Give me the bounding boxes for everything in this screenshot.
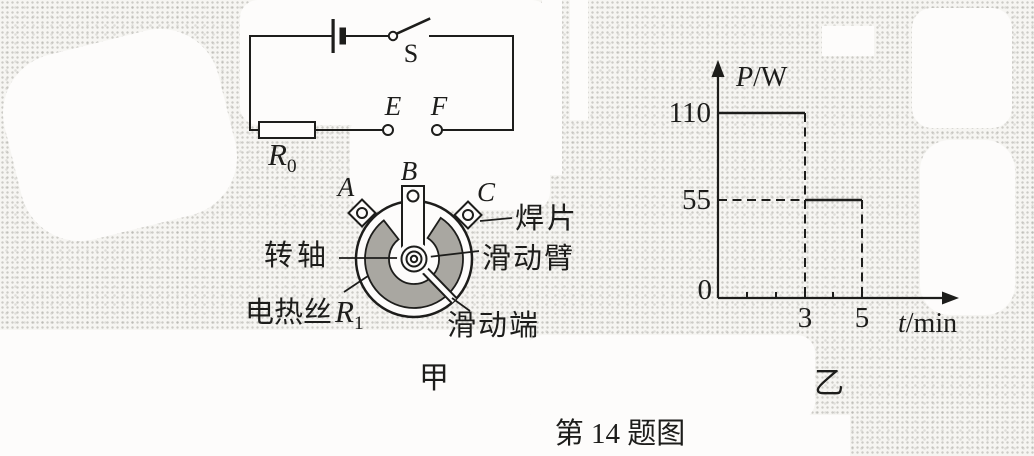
shaft-label: 转轴 — [264, 240, 331, 272]
pointer-line-sliding-end — [451, 297, 471, 312]
x-axis-unit: /min — [905, 308, 958, 339]
power-time-graph — [711, 60, 959, 305]
y-axis-symbol: P — [736, 62, 754, 93]
pointer-line-solder-tab — [479, 217, 513, 222]
switch-label: S — [403, 39, 419, 68]
pointer-line-sliding-arm — [427, 250, 480, 258]
resistor-r0-symbol: R — [268, 137, 287, 172]
x-tick-5: 5 — [854, 302, 870, 334]
sliding-arm-body — [421, 266, 457, 304]
scan-white-patch — [240, 0, 550, 125]
x-axis-arrow-icon — [942, 291, 959, 305]
rheostat-diagram — [339, 185, 513, 319]
heating-wire-text: 电热丝 — [245, 297, 333, 329]
scan-white-patch — [542, 0, 562, 175]
resistor-r0-box — [258, 121, 316, 139]
sliding-end-label: 滑动端 — [447, 310, 541, 342]
shaft-ring-inner-icon — [409, 254, 419, 264]
origin-label: 0 — [697, 274, 713, 306]
y-tick-55: 55 — [682, 184, 711, 216]
heating-wire-label: 电热丝R1 — [245, 294, 364, 335]
terminal-b-label: B — [400, 156, 418, 186]
tab-b-hole-icon — [406, 189, 420, 203]
terminal-a-label: A — [337, 172, 355, 202]
figure-caption: 第 14 题图 — [554, 418, 686, 450]
y-axis-arrow-icon — [711, 60, 725, 77]
scan-white-patch — [525, 335, 815, 420]
scan-white-patch — [920, 140, 1015, 315]
terminal-e-label: E — [384, 91, 402, 121]
caption-left-jia: 甲 — [419, 362, 449, 395]
battery-short-plate-icon — [339, 27, 346, 45]
terminal-f-label: F — [430, 91, 448, 121]
caption-right-yi: 乙 — [814, 367, 844, 400]
sliding-arm-label: 滑动臂 — [482, 243, 576, 275]
circuit-diagram — [249, 17, 514, 139]
terminal-f-circle — [431, 124, 443, 136]
sliding-arm-edge — [420, 270, 453, 304]
y-axis-label: P/W — [736, 62, 788, 93]
pointer-line-heating-wire — [343, 275, 369, 293]
resistor-r0-subscript: 0 — [286, 156, 297, 178]
scan-white-patch — [430, 415, 850, 456]
x-tick-3: 3 — [797, 302, 813, 334]
y-axis-unit: /W — [753, 62, 788, 93]
scan-white-patch — [570, 0, 588, 120]
resistor-r0-label: R0 — [268, 137, 297, 177]
terminal-e-circle — [382, 124, 394, 136]
battery-long-plate-icon — [331, 19, 335, 53]
x-axis-label: t/min — [898, 308, 958, 339]
heating-wire-symbol: R1 — [335, 294, 364, 335]
scan-white-patch — [822, 26, 874, 56]
scan-white-patch — [912, 8, 1012, 128]
x-axis-symbol: t — [898, 308, 906, 339]
terminal-c-label: C — [476, 177, 495, 207]
y-tick-110: 110 — [668, 97, 711, 129]
tab-a-hole-icon — [356, 207, 368, 219]
switch-lever-icon — [395, 17, 431, 36]
tab-c-hole-icon — [462, 209, 474, 221]
wire-left-loop — [249, 35, 332, 131]
sliding-arm-edge — [425, 266, 458, 299]
solder-tab-label: 焊片 — [515, 203, 580, 235]
switch-pivot-icon — [387, 30, 399, 42]
